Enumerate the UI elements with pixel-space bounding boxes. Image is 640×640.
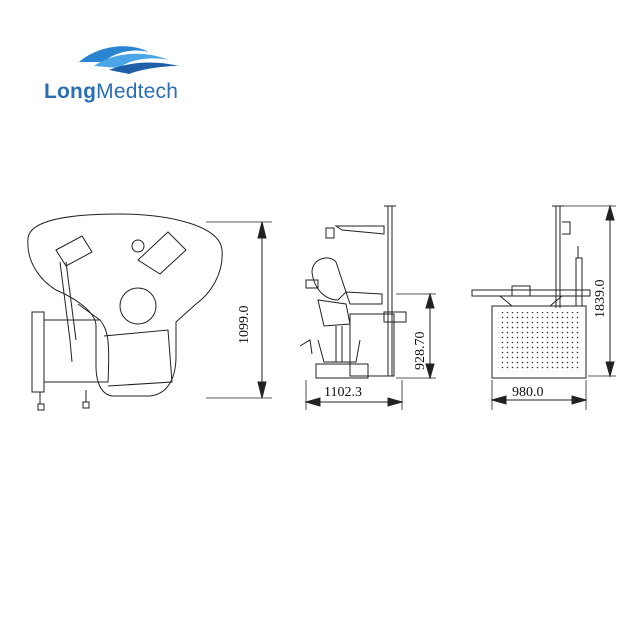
- side-view-dimensions: [304, 292, 436, 410]
- side-view: [299, 205, 407, 379]
- top-view-height-label: 1099.0: [237, 306, 252, 345]
- brand-name: LongMedtech: [44, 80, 178, 104]
- brand-name-bold: Long: [44, 80, 97, 103]
- top-view: [27, 213, 223, 411]
- top-view-height-dimension: [206, 221, 272, 399]
- wave-logo-icon: [79, 46, 179, 74]
- front-view-dimensions: [490, 204, 616, 410]
- front-view-width-label: 980.0: [512, 385, 544, 400]
- side-view-height-label: 928.70: [413, 332, 428, 371]
- brand-logo: LongMedtech: [44, 40, 194, 104]
- brand-name-regular: Medtech: [96, 80, 179, 103]
- front-view-height-label: 1839.0: [593, 280, 608, 319]
- side-view-width-label: 1102.3: [324, 385, 362, 400]
- front-view: [471, 205, 591, 379]
